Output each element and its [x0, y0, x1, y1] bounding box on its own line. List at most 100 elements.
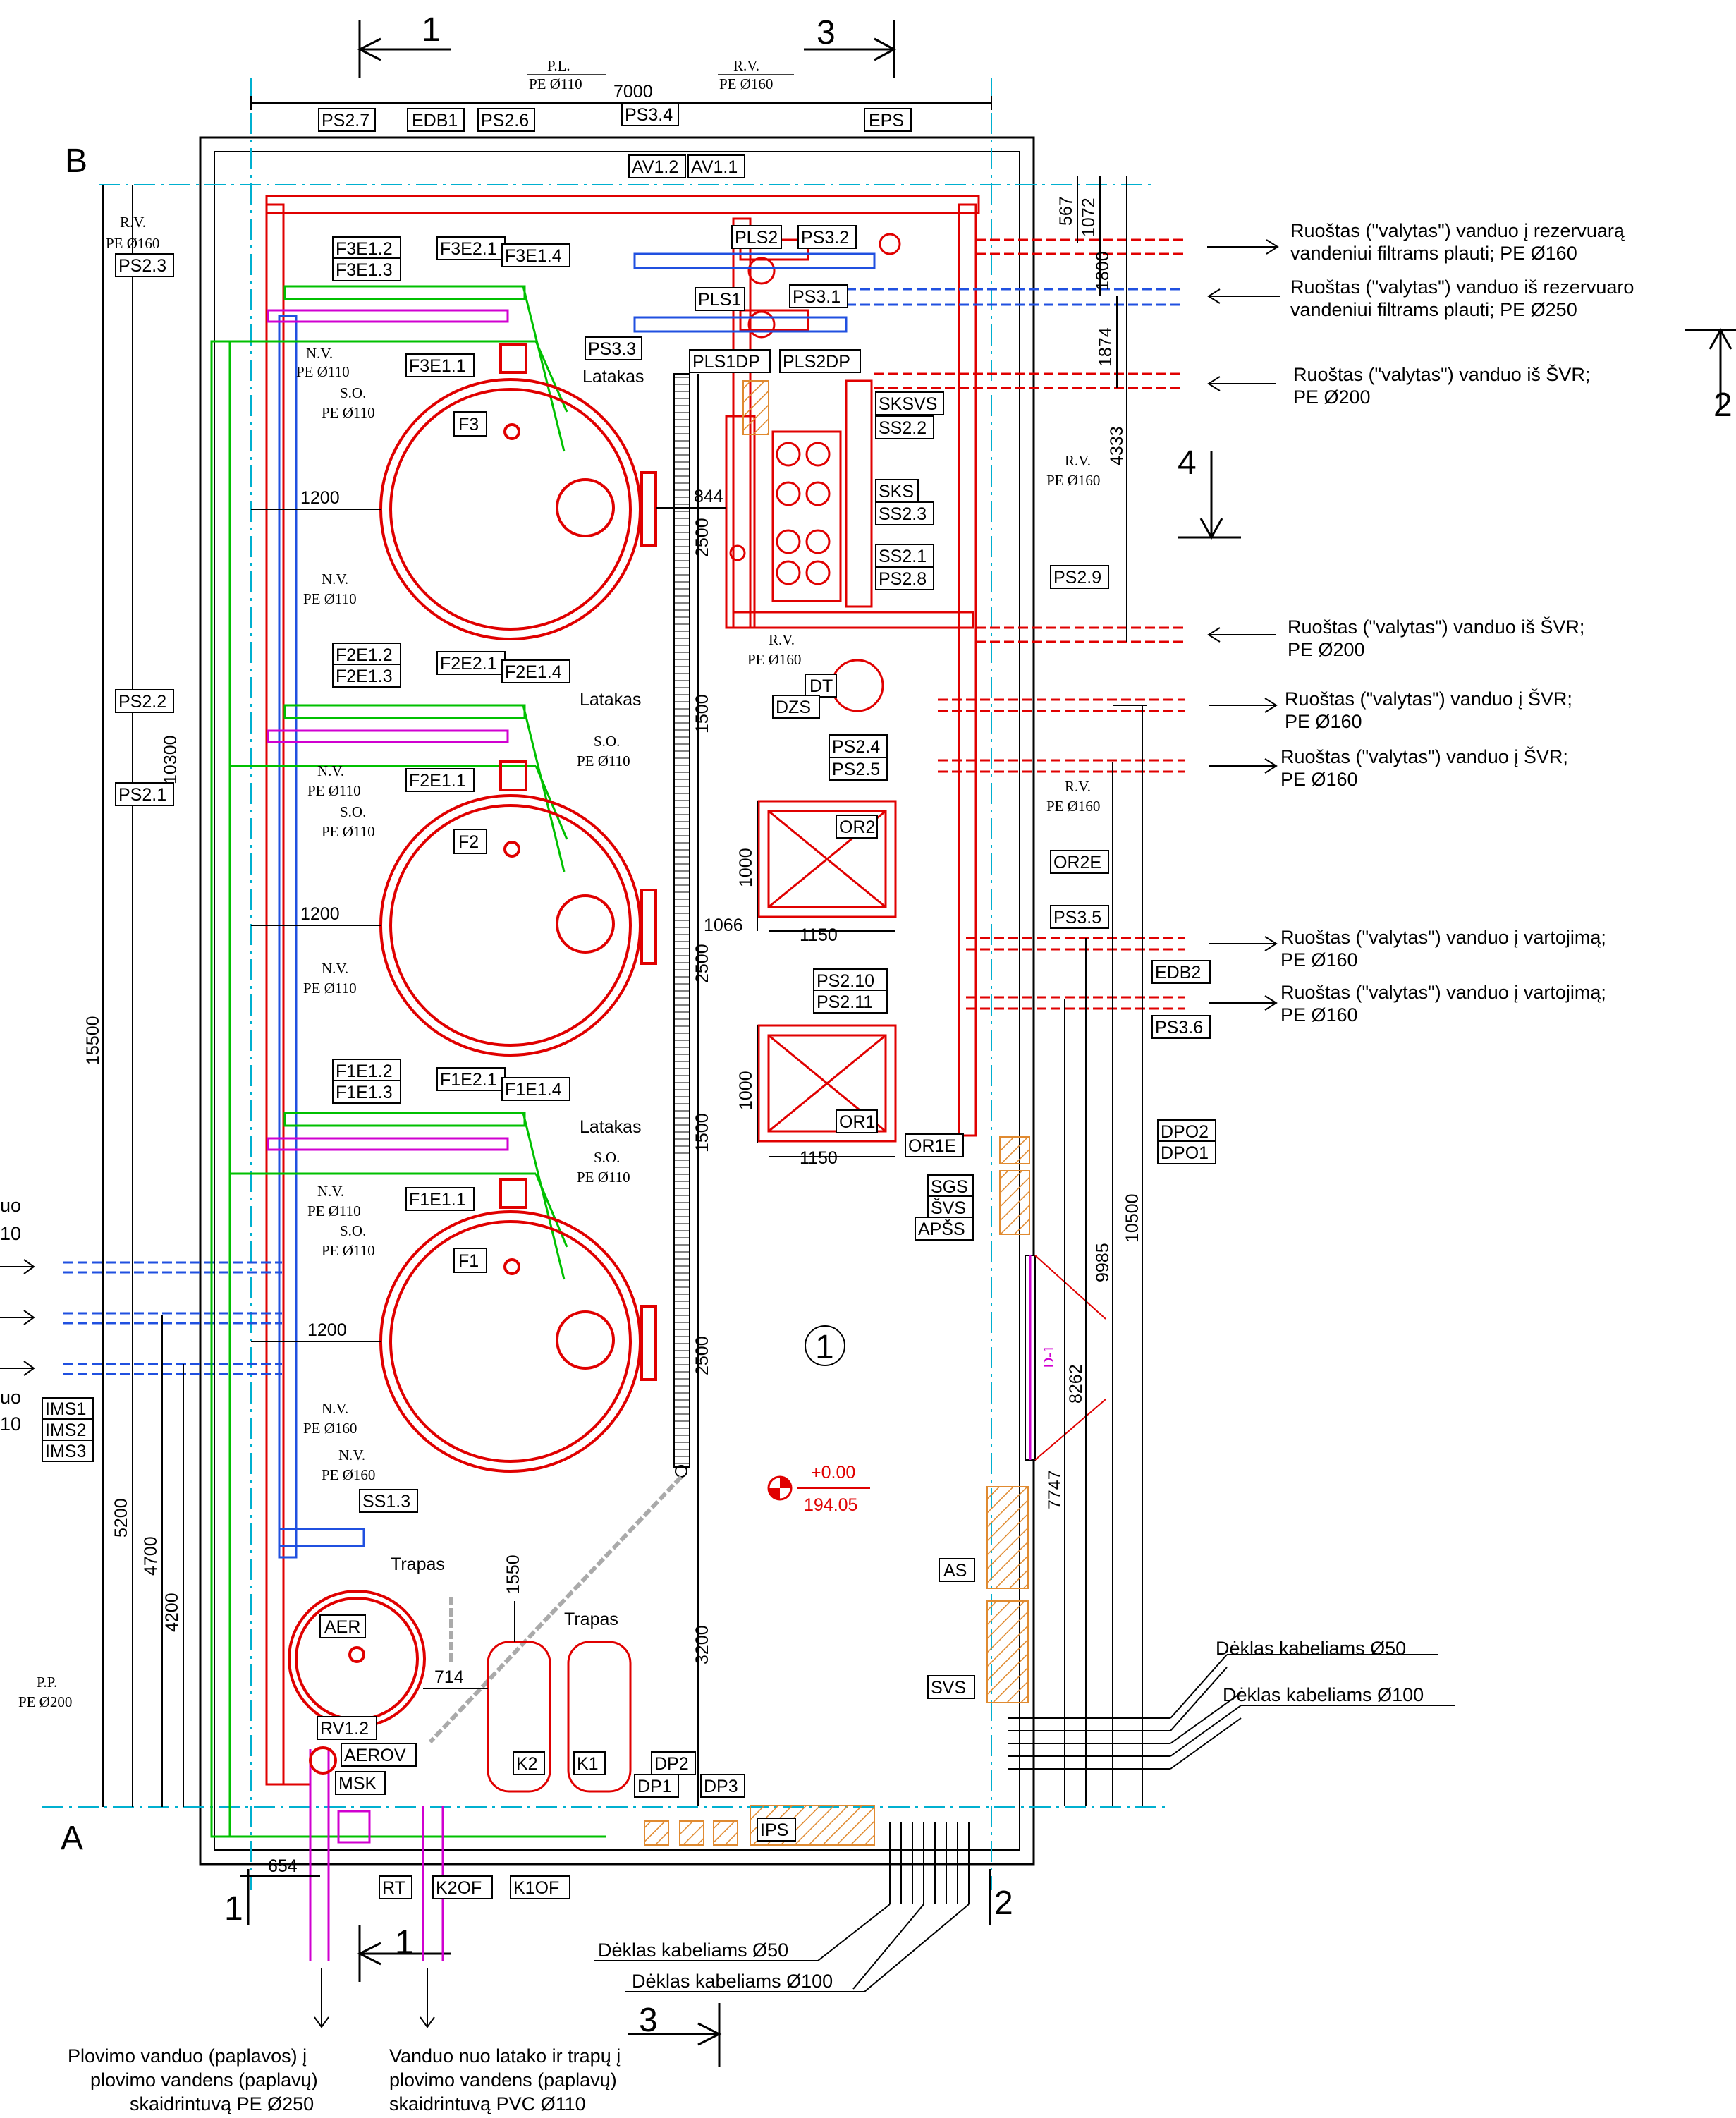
- tag-ps210: PS2.10: [813, 968, 888, 992]
- cable-note-100-bottom: Dėklas kabeliams Ø100: [632, 1971, 833, 1992]
- svg-text:F2E1.4: F2E1.4: [505, 662, 562, 682]
- svg-text:4700: 4700: [141, 1536, 161, 1576]
- svg-text:PE Ø110: PE Ø110: [296, 363, 350, 380]
- svg-text:S.O.: S.O.: [340, 384, 366, 401]
- svg-text:15500: 15500: [83, 1016, 103, 1065]
- svg-text:PLS2DP: PLS2DP: [783, 352, 850, 372]
- axis-label-b: B: [65, 142, 87, 180]
- note-5-line1: Ruoštas ("valytas") vanduo į ŠVR;: [1285, 688, 1572, 710]
- svg-text:MSK: MSK: [338, 1774, 377, 1794]
- svg-text:1500: 1500: [692, 1113, 712, 1152]
- svg-text:F2E1.1: F2E1.1: [409, 771, 466, 791]
- svg-text:N.V.: N.V.: [322, 960, 348, 977]
- svg-text:4333: 4333: [1107, 426, 1127, 465]
- note-6-line1: Ruoštas ("valytas") vanduo į ŠVR;: [1280, 745, 1568, 767]
- tag-f3e13: F3E1.3: [332, 257, 401, 281]
- note-7-line2: PE Ø160: [1280, 949, 1358, 970]
- cable-note-50-right: Dėklas kabeliams Ø50: [1216, 1638, 1406, 1659]
- svg-text:skaidrintuvą PE Ø250: skaidrintuvą PE Ø250: [130, 2093, 314, 2114]
- svg-text:N.V.: N.V.: [317, 1183, 344, 1200]
- tag-or1e: OR1E: [905, 1133, 964, 1157]
- internal-dimensions: [251, 374, 895, 1806]
- svg-text:uo: uo: [0, 1195, 21, 1216]
- building-walls: [199, 136, 1035, 1866]
- svg-text:DPO2: DPO2: [1161, 1122, 1209, 1142]
- tag-edb1: EDB1: [407, 108, 465, 132]
- note-3-line2: PE Ø200: [1293, 387, 1371, 408]
- svg-text:1: 1: [815, 1329, 834, 1366]
- svg-text:N.V.: N.V.: [317, 762, 344, 779]
- tag-sgs: SGS: [927, 1174, 974, 1198]
- svg-text:F3E1.3: F3E1.3: [336, 260, 393, 280]
- tag-ps31: PS3.1: [789, 284, 848, 308]
- tag-f1e13: F1E1.3: [332, 1080, 401, 1104]
- note-4-line2: PE Ø200: [1288, 639, 1365, 660]
- tag-pls2dp: PLS2DP: [779, 349, 861, 373]
- tag-ss21: SS2.1: [875, 544, 934, 568]
- svg-text:N.V.: N.V.: [338, 1447, 365, 1463]
- tag-msk: MSK: [335, 1771, 386, 1795]
- label-k2: K2: [516, 1754, 538, 1774]
- svg-text:1200: 1200: [300, 488, 340, 508]
- tag-f3e14: F3E1.4: [501, 243, 570, 267]
- svg-text:PE Ø110: PE Ø110: [322, 1242, 375, 1259]
- note-8-line2: PE Ø160: [1280, 1004, 1358, 1025]
- tag-pls1dp: PLS1DP: [689, 349, 771, 373]
- svg-text:SS2.1: SS2.1: [879, 547, 927, 566]
- svg-text:R.V.: R.V.: [733, 57, 759, 74]
- pipe-labels: R.V. PE Ø160 N.V. PE Ø110 S.O. PE Ø110 N…: [18, 214, 1100, 1710]
- svg-text:5200: 5200: [111, 1498, 131, 1538]
- svg-text:PE Ø110: PE Ø110: [307, 1203, 361, 1219]
- left-dimension-lines: [102, 185, 320, 1877]
- svg-text:PS2.6: PS2.6: [481, 111, 529, 130]
- svg-text:S.O.: S.O.: [340, 803, 366, 820]
- tag-pls2: PLS2: [731, 225, 782, 249]
- svg-text:IMS3: IMS3: [45, 1442, 86, 1461]
- svg-text:1000: 1000: [736, 848, 756, 887]
- svg-text:PE Ø160: PE Ø160: [303, 1420, 357, 1437]
- svg-text:PS3.1: PS3.1: [793, 287, 841, 307]
- note-1-line1: Ruoštas ("valytas") vanduo į rezervuarą: [1290, 220, 1625, 241]
- tag-eps: EPS: [864, 108, 912, 132]
- svg-text:7747: 7747: [1045, 1470, 1065, 1509]
- svg-text:F3E2.1: F3E2.1: [440, 239, 497, 259]
- svg-text:EPS: EPS: [869, 111, 904, 130]
- svg-text:PLS1: PLS1: [698, 290, 741, 310]
- note-6-line2: PE Ø160: [1280, 769, 1358, 790]
- notes-right: Ruoštas ("valytas") vanduo į rezervuarą …: [1280, 220, 1634, 1025]
- note-4-line1: Ruoštas ("valytas") vanduo iš ŠVR;: [1288, 616, 1584, 638]
- svg-text:PLS1DP: PLS1DP: [692, 352, 760, 372]
- tag-f2e12: F2E1.2: [332, 643, 401, 667]
- svg-text:PS2.4: PS2.4: [832, 737, 880, 757]
- svg-text:1072: 1072: [1079, 197, 1099, 237]
- red-pipes: [265, 195, 1185, 1786]
- tag-dp3: DP3: [700, 1774, 745, 1798]
- svg-text:AEROV: AEROV: [344, 1746, 406, 1765]
- section-labels: 1 3 1 1 2 3 4 2 B A: [61, 11, 1732, 2039]
- svg-text:AV1.2: AV1.2: [632, 157, 678, 177]
- svg-text:SS1.3: SS1.3: [362, 1492, 410, 1511]
- svg-text:PE Ø110: PE Ø110: [529, 75, 582, 92]
- svg-text:S.O.: S.O.: [594, 733, 620, 750]
- section-2-bottom: 2: [994, 1885, 1013, 1922]
- svg-text:PE Ø160: PE Ø160: [1046, 798, 1100, 815]
- svg-text:SS2.2: SS2.2: [879, 418, 927, 438]
- svg-text:APŠS: APŠS: [918, 1219, 965, 1239]
- svg-text:1550: 1550: [503, 1554, 523, 1594]
- svg-text:1066: 1066: [704, 915, 743, 935]
- svg-text:844: 844: [694, 487, 723, 506]
- section-1-bottom-left: 1: [224, 1890, 243, 1928]
- svg-text:F3E1.4: F3E1.4: [505, 246, 562, 266]
- tag-ps35: PS3.5: [1050, 905, 1109, 929]
- tag-ps24: PS2.4: [829, 734, 888, 758]
- tag-dpo1: DPO1: [1157, 1140, 1216, 1164]
- svg-text:K2OF: K2OF: [436, 1878, 482, 1898]
- note-5-line2: PE Ø160: [1285, 711, 1362, 732]
- tag-rt: RT: [379, 1875, 412, 1899]
- svg-text:SS2.3: SS2.3: [879, 504, 927, 524]
- electrical-panels: [644, 1136, 1030, 1846]
- svg-text:F2E1.3: F2E1.3: [336, 667, 393, 686]
- svg-text:N.V.: N.V.: [306, 345, 333, 362]
- svg-text:10: 10: [0, 1223, 21, 1244]
- svg-text:PS3.3: PS3.3: [588, 339, 636, 359]
